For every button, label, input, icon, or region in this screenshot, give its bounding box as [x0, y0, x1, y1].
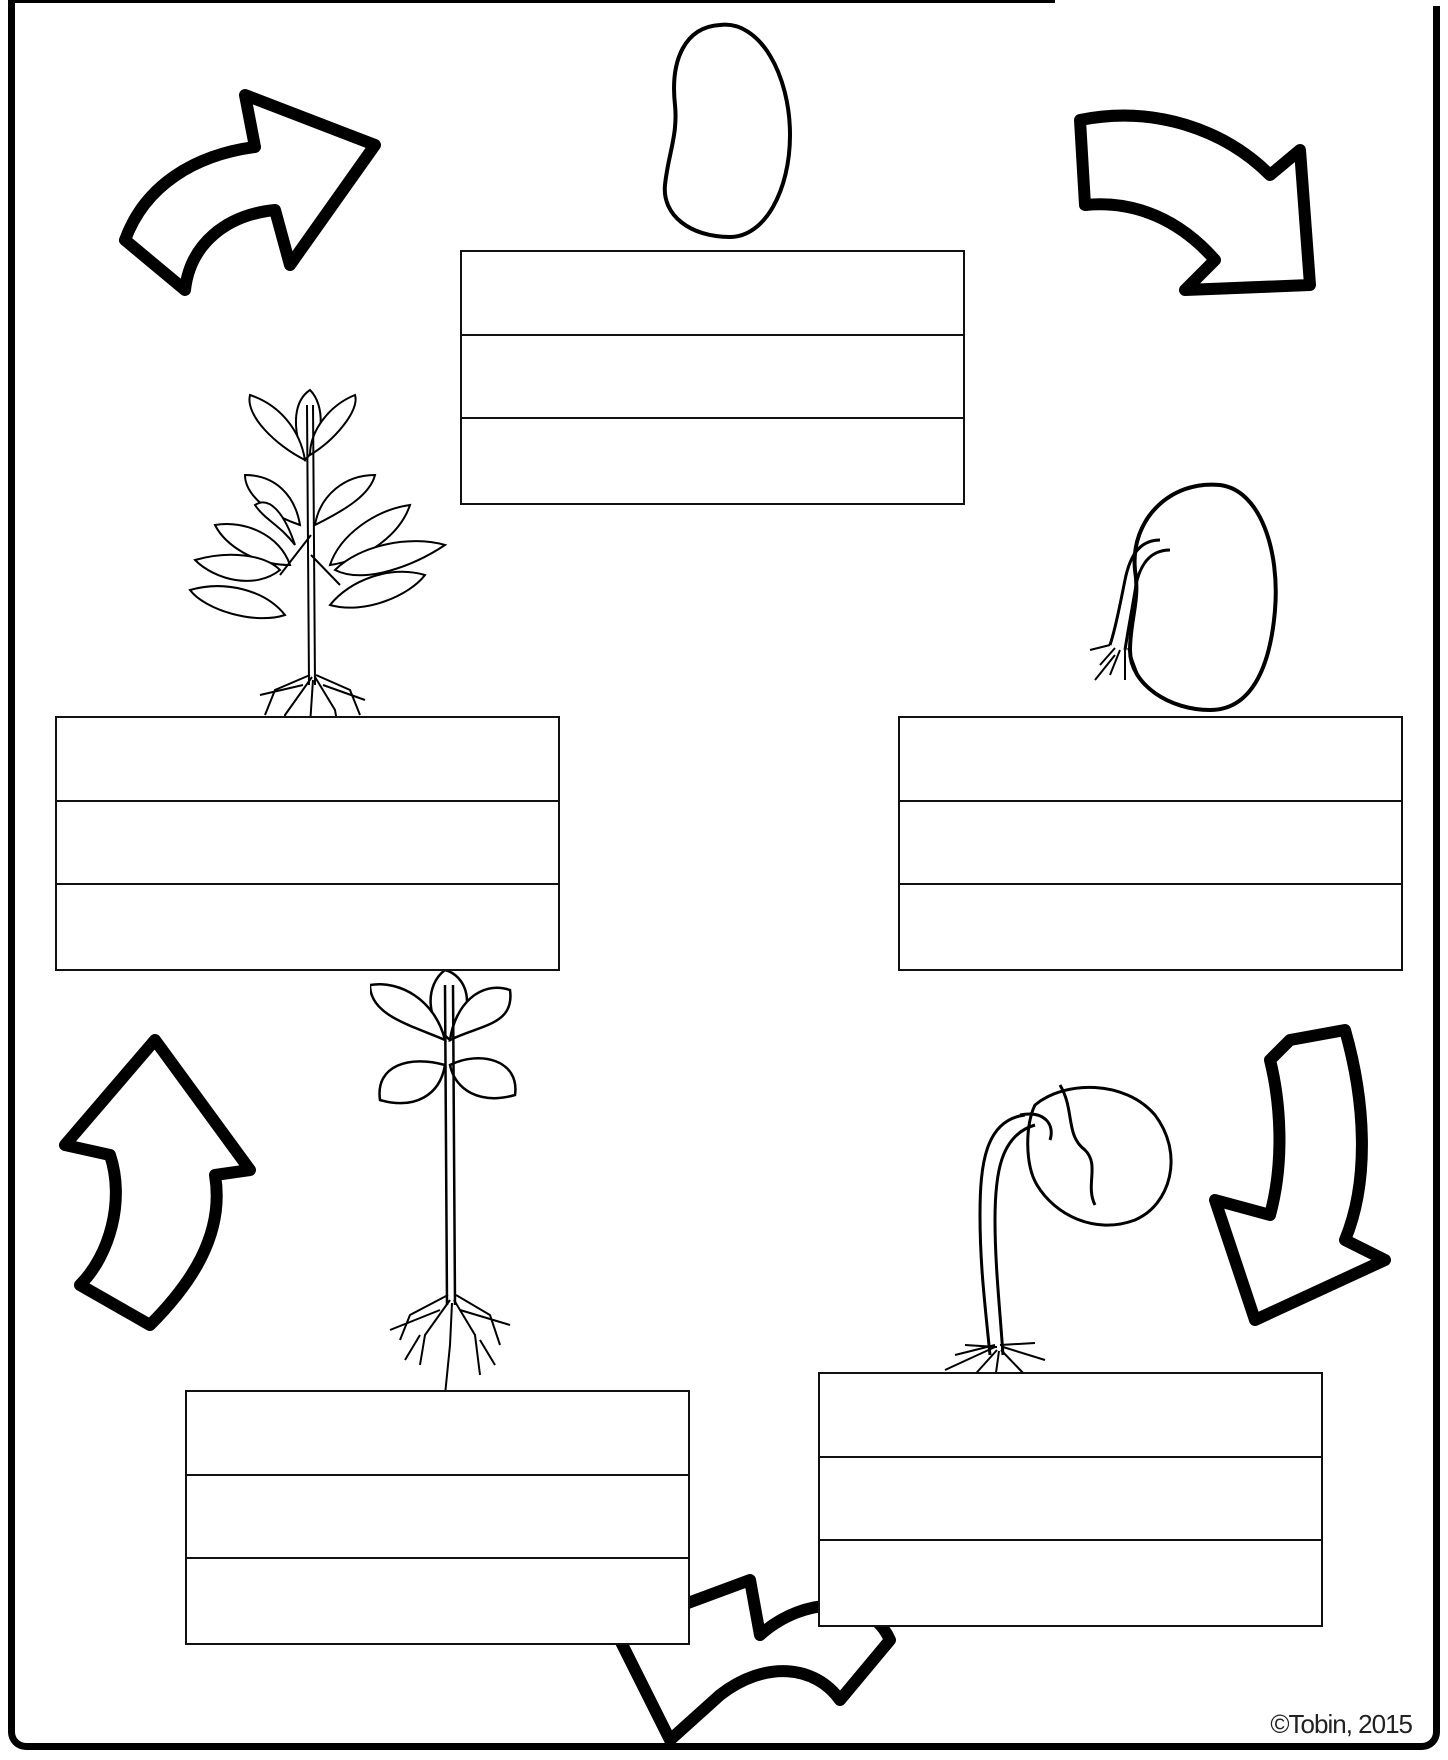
answer-line[interactable]: [57, 718, 558, 802]
sprout-icon: [925, 1055, 1190, 1385]
answer-line[interactable]: [57, 885, 558, 969]
germinating-seed-icon: [1070, 480, 1290, 720]
curved-arrow-icon: [50, 1025, 265, 1345]
answer-box-germinating-seed[interactable]: [898, 716, 1403, 971]
answer-line[interactable]: [820, 1541, 1321, 1625]
seed-icon: [650, 15, 800, 245]
answer-line[interactable]: [820, 1458, 1321, 1542]
curved-arrow-icon: [105, 75, 395, 315]
answer-line[interactable]: [187, 1559, 688, 1643]
answer-box-seedling[interactable]: [185, 1390, 690, 1645]
answer-line[interactable]: [462, 252, 963, 336]
curved-arrow-icon: [1065, 95, 1340, 320]
copyright-text: ©Tobin, 2015: [1270, 1709, 1412, 1740]
answer-line[interactable]: [900, 885, 1401, 969]
answer-line[interactable]: [900, 718, 1401, 802]
adult-plant-icon: [185, 385, 455, 755]
answer-line[interactable]: [57, 802, 558, 886]
seedling-icon: [370, 965, 530, 1425]
answer-box-sprout[interactable]: [818, 1372, 1323, 1627]
answer-line[interactable]: [900, 802, 1401, 886]
answer-line[interactable]: [187, 1392, 688, 1476]
answer-box-seed[interactable]: [460, 250, 965, 505]
answer-line[interactable]: [187, 1476, 688, 1560]
answer-line[interactable]: [820, 1374, 1321, 1458]
answer-line[interactable]: [462, 336, 963, 420]
answer-box-adult-plant[interactable]: [55, 716, 560, 971]
curved-arrow-icon: [1195, 1020, 1410, 1330]
answer-line[interactable]: [462, 419, 963, 503]
